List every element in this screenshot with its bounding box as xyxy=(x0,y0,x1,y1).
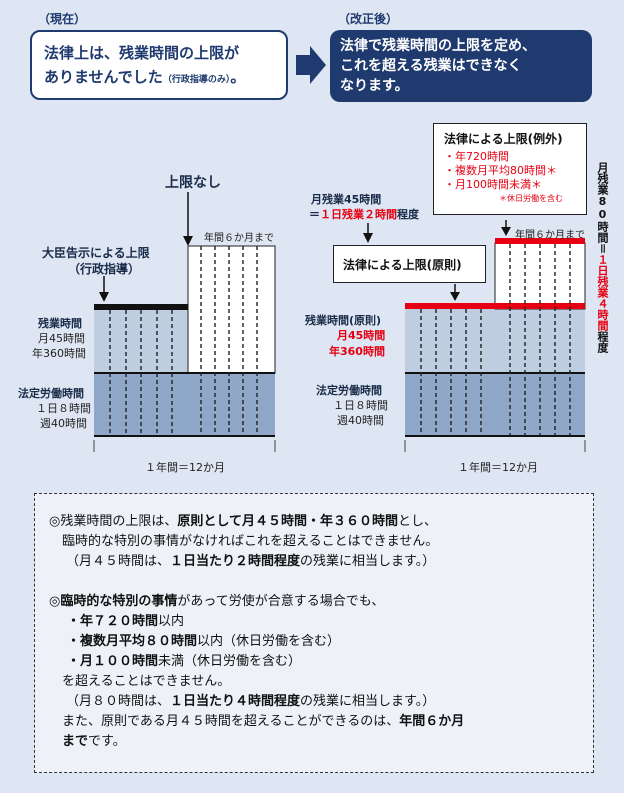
current-line-2-main: ありませんでした xyxy=(44,68,163,86)
notes-text: また、原則である月４５時間を超えることができるのは、 xyxy=(62,714,400,729)
side-end: 程度 xyxy=(596,331,609,353)
notes-box: ◎残業時間の上限は、原則として月４５時間・年３６０時間とし、 臨時的な特別の事情… xyxy=(34,493,594,773)
right-legal-title: 法定労働時間 xyxy=(316,384,382,397)
notes-text: 以内（休日労働を含む） xyxy=(197,634,341,649)
principle-title: 法律による上限(原則) xyxy=(343,258,462,272)
notes-bold: ・月１００時間 xyxy=(67,654,159,669)
principle-callout: 法律による上限(原則) xyxy=(333,245,486,283)
month-overtime-label-1: 月残業45時間 xyxy=(311,193,382,206)
current-box: 法律上は、残業時間の上限が ありませんでした（行政指導のみ）。 xyxy=(30,30,288,100)
after-tag: （改正後） xyxy=(338,12,399,26)
notes-text: です。 xyxy=(88,734,126,749)
right-overtime-2: 年360時間 xyxy=(329,345,385,358)
notes-item-3: ・月１００時間未満（休日労働を含む） xyxy=(49,652,583,672)
exception-item-2: ・複数月平均80時間＊ xyxy=(444,164,557,177)
side-vertical-text: 月残業80時間＝１日残業４時間程度 xyxy=(594,162,609,353)
exception-note: ＊休日労働を含む xyxy=(499,194,563,203)
left-period: １年間＝12か月 xyxy=(145,461,225,474)
right-exception-bar xyxy=(495,238,585,244)
current-line-2: ありませんでした（行政指導のみ）。 xyxy=(44,66,286,87)
notes-text: 臨時的な特別の事情がなければこれを超えることはできません。 xyxy=(62,534,439,549)
left-six-months: 年間６か月まで xyxy=(204,233,274,244)
exception-item-1: ・年720時間 xyxy=(444,150,509,163)
notes-last-line2: までです。 xyxy=(49,732,583,752)
side-red: １日残業４時間 xyxy=(596,254,609,331)
month-overtime-label-2: ＝１日残業２時間程度 xyxy=(309,206,419,222)
left-overtime-1: 月45時間 xyxy=(38,332,85,345)
notes-p1-line3: （月４５時間は、１日当たり２時間程度の残業に相当します。） xyxy=(49,552,583,572)
left-extra-block xyxy=(187,245,276,374)
month-overtime-eq: ＝ xyxy=(309,208,320,221)
notes-item-1: ・年７２０時間以内 xyxy=(49,612,583,632)
left-month-lines xyxy=(109,246,258,436)
right-month-lines xyxy=(420,244,571,436)
notes-text: の残業に相当します。） xyxy=(300,554,436,569)
notes-text: （月４５時間は、 xyxy=(66,554,171,569)
notes-p1-line1: ◎残業時間の上限は、原則として月４５時間・年３６０時間とし、 xyxy=(49,512,583,532)
left-legal-2: 週40時間 xyxy=(40,417,87,430)
right-legal-block xyxy=(405,373,585,436)
exception-callout: 法律による上限(例外) ・年720時間 ・複数月平均80時間＊ ・月100時間未… xyxy=(433,123,587,215)
left-no-limit-arrowhead xyxy=(183,236,193,246)
notes-bold: ・複数月平均８０時間 xyxy=(67,634,198,649)
ministerial-label-1: 大臣告示による上限 xyxy=(42,246,150,260)
right-overtime-title: 残業時間(原則) xyxy=(305,314,382,327)
notes-text: 残業時間の上限は、 xyxy=(60,514,178,529)
notes-bold: 臨時的な特別の事情 xyxy=(60,594,178,609)
left-limit-bar xyxy=(94,304,188,310)
exception-title: 法律による上限(例外) xyxy=(444,132,563,146)
left-overtime-title: 残業時間 xyxy=(38,317,82,330)
notes-80: （月８０時間は、１日当たり４時間程度の残業に相当します。） xyxy=(49,692,583,712)
right-overtime-block xyxy=(405,309,585,373)
current-line-1: 法律上は、残業時間の上限が xyxy=(44,44,240,62)
charts-svg xyxy=(93,192,586,452)
notes-text: を超えることはできません。 xyxy=(62,674,231,689)
left-legal-title: 法定労働時間 xyxy=(18,387,84,400)
exception-item-3: ・月100時間未満＊ xyxy=(444,178,542,191)
notes-last-line1: また、原則である月４５時間を超えることができるのは、年間６か月 xyxy=(49,712,583,732)
after-line-2: これを超える残業はできなく xyxy=(340,58,522,74)
notes-bold: １日当たり２時間程度 xyxy=(170,554,301,569)
left-legal-1: １日８時間 xyxy=(36,402,91,415)
notes-p2-line1: ◎臨時的な特別の事情があって労使が合意する場合でも、 xyxy=(49,592,583,612)
left-ministerial-arrowhead xyxy=(99,292,109,302)
notes-text: があって労使が合意する場合でも、 xyxy=(177,594,385,609)
notes-bold: ・年７２０時間 xyxy=(67,614,159,629)
no-limit-label: 上限なし xyxy=(165,175,221,191)
notes-p1-line2: 臨時的な特別の事情がなければこれを超えることはできません。 xyxy=(49,532,583,552)
month-overtime-end: 程度 xyxy=(397,208,419,221)
notes-text: の残業に相当します。） xyxy=(300,694,436,709)
notes-exceed: を超えることはできません。 xyxy=(49,672,583,692)
left-legal-block xyxy=(94,373,275,436)
notes-bold: まで xyxy=(62,734,89,749)
arrow-right-icon xyxy=(296,46,326,84)
current-line-2-end: 。 xyxy=(230,68,246,86)
current-line-2-small: （行政指導のみ） xyxy=(162,75,231,85)
right-legal-1: １日８時間 xyxy=(333,399,388,412)
notes-bold: 原則として月４５時間・年３６０時間 xyxy=(177,514,398,529)
bullet-mark: ◎ xyxy=(49,594,61,609)
notes-bold: １日当たり４時間程度 xyxy=(170,694,301,709)
notes-bold: 年間６か月 xyxy=(399,714,465,729)
month-overtime-red: １日残業２時間 xyxy=(320,208,397,221)
notes-text: （月８０時間は、 xyxy=(66,694,171,709)
notes-item-2: ・複数月平均８０時間以内（休日労働を含む） xyxy=(49,632,583,652)
right-legal-2: 週40時間 xyxy=(337,414,384,427)
notes-text: 未満（休日労働を含む） xyxy=(158,654,302,669)
side-black: 月残業80時間＝ xyxy=(596,162,609,254)
right-period: １年間＝12か月 xyxy=(458,461,538,474)
bullet-mark: ◎ xyxy=(49,514,61,529)
after-line-1: 法律で残業時間の上限を定め、 xyxy=(340,38,536,54)
after-line-3: なります。 xyxy=(340,78,409,94)
ministerial-label-2: （行政指導） xyxy=(68,262,141,276)
right-overtime-1: 月45時間 xyxy=(337,329,386,342)
right-six-months: 年間６か月まで xyxy=(515,230,585,241)
notes-text: とし、 xyxy=(397,514,437,529)
left-overtime-2: 年360時間 xyxy=(32,347,86,360)
right-principle-bar xyxy=(405,303,585,309)
current-tag: （現在） xyxy=(38,12,87,26)
after-box: 法律で残業時間の上限を定め、 これを超える残業はできなく なります。 xyxy=(330,30,592,102)
notes-text: 以内 xyxy=(158,614,185,629)
